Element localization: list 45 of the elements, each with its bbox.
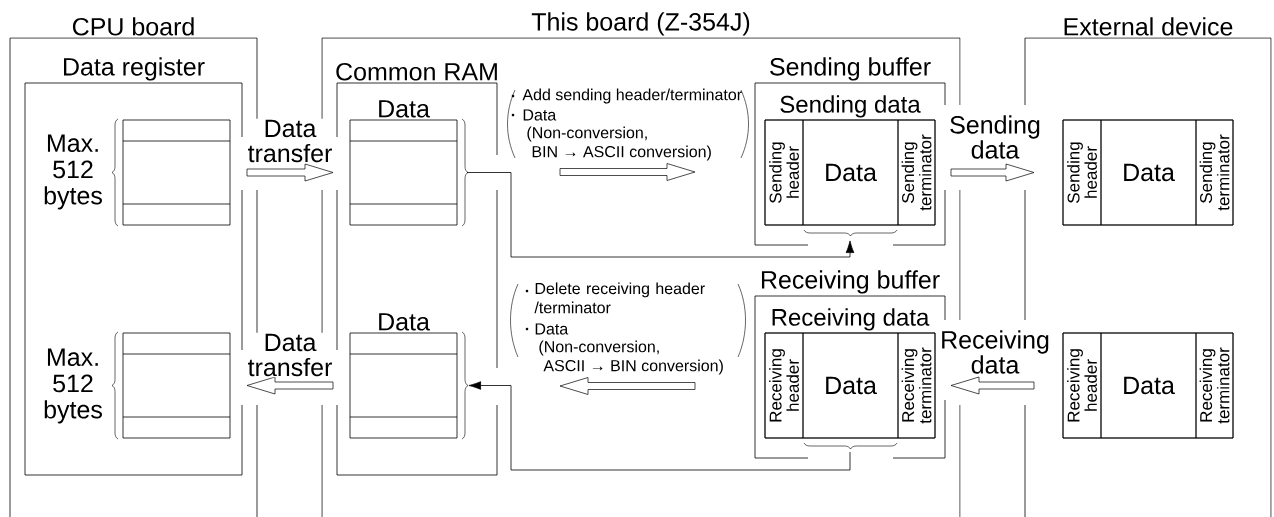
- memory-block: [122, 332, 231, 439]
- block-arrow: [246, 163, 334, 182]
- note-text: (Non-conversion,: [527, 126, 647, 142]
- field-cell: Sending header: [1062, 119, 1102, 226]
- heading: CPU board: [72, 17, 194, 36]
- edge-label: Data transfer: [244, 332, 336, 378]
- field-cell: Data: [1100, 332, 1197, 439]
- field-cell: Receiving terminator: [897, 332, 936, 439]
- block-arrow: [950, 163, 1035, 182]
- note-text: Delete receiving header /terminator: [534, 282, 705, 314]
- edge-label: Sending data: [944, 114, 1046, 160]
- field-cell: Receiving header: [764, 332, 804, 439]
- arrow: [466, 172, 855, 258]
- heading: Sending data: [780, 95, 921, 118]
- field-cell: Data: [802, 119, 899, 226]
- block-arrow: [246, 376, 334, 395]
- heading: Data: [379, 100, 430, 118]
- field-cell: Data: [802, 332, 899, 439]
- field-cell: Sending terminator: [1195, 119, 1234, 226]
- note-text: (Non-conversion,: [539, 340, 659, 356]
- note-text: Data: [535, 323, 569, 335]
- field-cell: Sending terminator: [897, 119, 936, 226]
- note-text: Data: [523, 109, 557, 121]
- heading: Sending buffer: [770, 57, 931, 81]
- heading: Receiving buffer: [761, 270, 940, 294]
- heading: External device: [1064, 17, 1233, 36]
- heading: Data: [379, 313, 430, 331]
- arrow: [468, 381, 851, 471]
- field-cell: Sending header: [764, 119, 804, 226]
- note-text: BIN → ASCII conversion): [532, 145, 711, 161]
- note-text: ASCII → BIN conversion): [543, 359, 723, 375]
- heading: Data register: [64, 57, 205, 81]
- size-label: Max. 512 bytes: [44, 348, 102, 424]
- heading: This board (Z-354J): [531, 12, 750, 36]
- field-cell: Receiving header: [1062, 332, 1102, 439]
- field-cell: Receiving terminator: [1195, 332, 1234, 439]
- field-cell: Data: [1100, 119, 1197, 226]
- edge-label: Receiving data: [936, 329, 1054, 375]
- edge-label: Data transfer: [244, 118, 336, 164]
- memory-block: [122, 119, 231, 226]
- block-arrow: [950, 376, 1035, 395]
- heading: Receiving data: [772, 308, 930, 331]
- heading: Common RAM: [336, 62, 497, 81]
- size-label: Max. 512 bytes: [44, 134, 102, 210]
- note-text: Add sending header/terminator: [522, 88, 742, 104]
